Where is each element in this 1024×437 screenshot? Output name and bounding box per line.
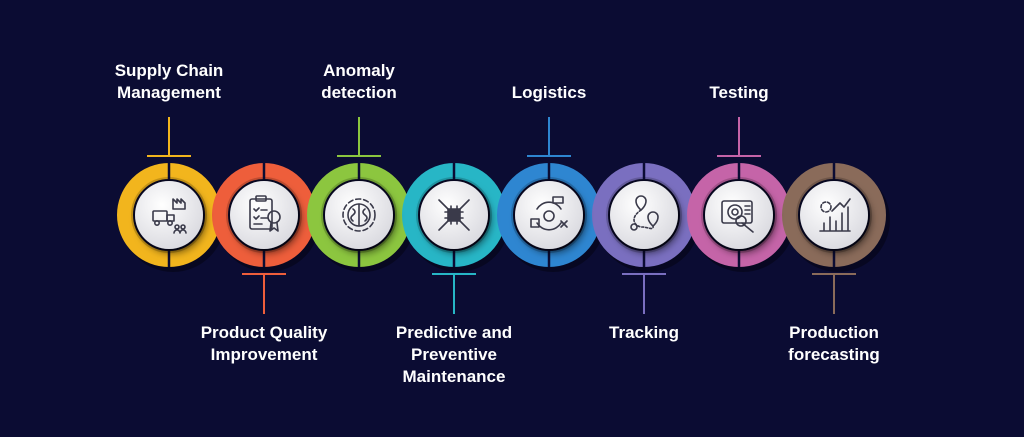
step-label-6: Tracking (609, 323, 679, 342)
connector-3 (337, 117, 381, 157)
step-label-3: Anomaly detection (321, 61, 397, 102)
step-label-8: Production forecasting (788, 323, 880, 364)
connector-4 (432, 273, 476, 314)
step-label-5: Logistics (511, 83, 587, 102)
brain-gear-icon (342, 198, 376, 232)
target-screen-icon (721, 200, 754, 233)
gear-chart-icon (819, 198, 851, 232)
center-disc-6 (610, 181, 678, 249)
truck-factory-icon (152, 198, 187, 234)
step-label-2: Product Quality Improvement (200, 323, 328, 364)
connector-5 (527, 117, 571, 157)
step-label-7: Testing (709, 83, 769, 102)
quality-checklist-icon (249, 195, 281, 232)
connector-1 (147, 117, 191, 157)
connector-7 (717, 117, 761, 157)
route-pin-icon (630, 195, 659, 231)
center-disc-7 (705, 181, 773, 249)
connector-2 (242, 273, 286, 314)
step-label-4: Predictive and Preventive Maintenance (395, 323, 513, 386)
center-disc-5 (515, 181, 583, 249)
connector-8 (812, 273, 856, 314)
center-disc-8 (800, 181, 868, 249)
connector-6 (622, 273, 666, 314)
logistics-cycle-icon (530, 196, 568, 231)
center-disc-2 (230, 181, 298, 249)
tools-chip-icon (438, 199, 470, 231)
step-label-1: Supply Chain Management (114, 61, 224, 102)
